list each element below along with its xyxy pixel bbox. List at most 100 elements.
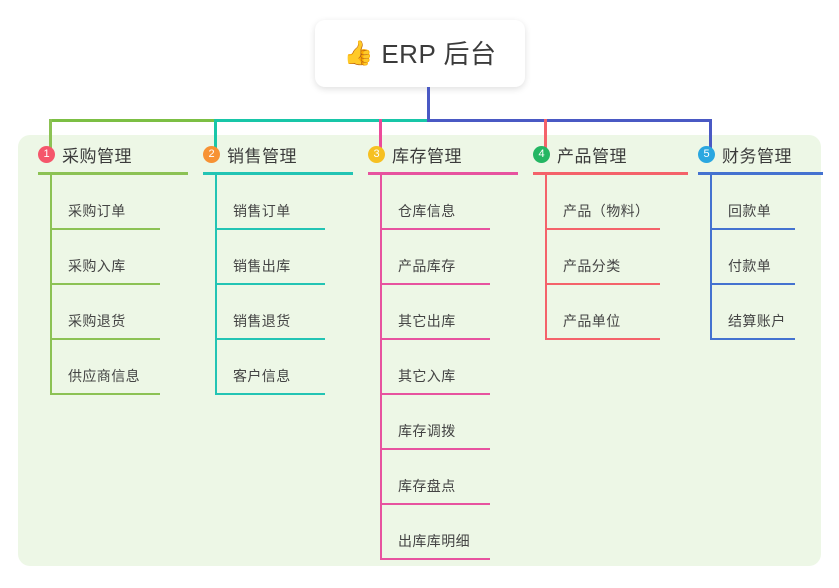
branch-item-label: 付款单 [728, 258, 772, 274]
branch-item[interactable]: 客户信息 [203, 340, 353, 395]
branch-item-label: 仓库信息 [398, 203, 456, 219]
branch-item[interactable]: 采购入库 [38, 230, 188, 285]
trunk-segment-1 [49, 119, 216, 122]
branch-spine [710, 175, 712, 340]
branch-item-underline [380, 228, 490, 230]
branch-spine [215, 175, 217, 395]
branch-header-2[interactable]: 2 销售管理 [203, 141, 353, 167]
branch-number-badge: 1 [38, 145, 55, 163]
branch-item-underline [215, 393, 325, 395]
branch-item[interactable]: 产品库存 [368, 230, 518, 285]
branch-item[interactable]: 库存调拨 [368, 395, 518, 450]
branch-column-2[interactable]: 2 销售管理销售订单销售出库销售退货客户信息 [203, 141, 353, 395]
root-node-erp-backend[interactable]: 👍 ERP 后台 [315, 20, 525, 87]
branch-item-underline [710, 283, 795, 285]
branch-underline [203, 172, 353, 175]
branch-item-underline [545, 228, 660, 230]
branch-item-underline [380, 283, 490, 285]
branch-drop-connector-3 [379, 119, 382, 154]
branch-item-label: 供应商信息 [68, 368, 140, 384]
branch-item[interactable]: 库存盘点 [368, 450, 518, 505]
branch-header-3[interactable]: 3 库存管理 [368, 141, 518, 167]
branch-item-underline [380, 393, 490, 395]
branch-item[interactable]: 其它入库 [368, 340, 518, 395]
branch-item[interactable]: 产品（物料） [533, 175, 688, 230]
branch-column-3[interactable]: 3 库存管理仓库信息产品库存其它出库其它入库库存调拨库存盘点出库库明细 [368, 141, 518, 560]
branch-underline [698, 172, 823, 175]
branch-title: 采购管理 [62, 146, 132, 166]
branch-title: 产品管理 [557, 146, 627, 166]
branch-item-underline [50, 393, 160, 395]
branch-item[interactable]: 销售退货 [203, 285, 353, 340]
branch-item[interactable]: 回款单 [698, 175, 823, 230]
branch-item-label: 结算账户 [728, 313, 786, 329]
branch-spine [380, 175, 382, 560]
branch-item-underline [380, 503, 490, 505]
branch-header-1[interactable]: 1 采购管理 [38, 141, 188, 167]
branch-item[interactable]: 仓库信息 [368, 175, 518, 230]
root-stem-connector [427, 87, 430, 122]
branch-item[interactable]: 其它出库 [368, 285, 518, 340]
branch-item-underline [710, 338, 795, 340]
branch-item-list-1: 采购订单采购入库采购退货供应商信息 [38, 175, 188, 395]
root-node-label: ERP 后台 [381, 38, 497, 69]
branch-number-badge: 2 [203, 145, 220, 163]
branch-title: 销售管理 [227, 146, 297, 166]
branch-item-underline [545, 283, 660, 285]
branch-item-label: 销售出库 [233, 258, 291, 274]
branch-underline [533, 172, 688, 175]
branch-column-4[interactable]: 4 产品管理产品（物料） 产品分类产品单位 [533, 141, 688, 340]
branch-item-underline [215, 283, 325, 285]
branch-item-underline [215, 228, 325, 230]
branch-item-underline [545, 338, 660, 340]
branch-title: 财务管理 [722, 146, 792, 166]
branch-item-underline [50, 338, 160, 340]
branch-item-underline [215, 338, 325, 340]
branch-drop-connector-5 [709, 119, 712, 154]
branch-item-label: 采购退货 [68, 313, 126, 329]
branch-item[interactable]: 销售出库 [203, 230, 353, 285]
diagram-board [18, 135, 821, 566]
branch-item[interactable]: 采购订单 [38, 175, 188, 230]
branch-item-label: 出库库明细 [398, 533, 470, 549]
branch-column-5[interactable]: 5 财务管理回款单付款单结算账户 [698, 141, 823, 340]
branch-item[interactable]: 供应商信息 [38, 340, 188, 395]
branch-item[interactable]: 结算账户 [698, 285, 823, 340]
thumbs-up-icon: 👍 [343, 39, 374, 67]
branch-item[interactable]: 采购退货 [38, 285, 188, 340]
branch-item-label: 产品库存 [398, 258, 456, 274]
branch-item[interactable]: 产品单位 [533, 285, 688, 340]
branch-number-badge: 5 [698, 145, 715, 163]
branch-item[interactable]: 产品分类 [533, 230, 688, 285]
branch-item-label: 库存调拨 [398, 423, 456, 439]
branch-spine [50, 175, 52, 395]
branch-item-label: 其它出库 [398, 313, 456, 329]
branch-item-label: 库存盘点 [398, 478, 456, 494]
branch-item[interactable]: 付款单 [698, 230, 823, 285]
branch-drop-connector-2 [214, 119, 217, 154]
branch-underline [368, 172, 518, 175]
branch-column-1[interactable]: 1 采购管理采购订单采购入库采购退货供应商信息 [38, 141, 188, 395]
branch-item-underline [380, 448, 490, 450]
branch-number-badge: 3 [368, 145, 385, 163]
branch-item-list-4: 产品（物料） 产品分类产品单位 [533, 175, 688, 340]
branch-item-label: 采购入库 [68, 258, 126, 274]
branch-spine [545, 175, 547, 340]
branch-item-list-5: 回款单付款单结算账户 [698, 175, 823, 340]
branch-item-underline [50, 283, 160, 285]
branch-item-list-2: 销售订单销售出库销售退货客户信息 [203, 175, 353, 395]
branch-item-label: 产品分类 [563, 258, 621, 274]
branch-header-5[interactable]: 5 财务管理 [698, 141, 823, 167]
branch-underline [38, 172, 188, 175]
branch-header-4[interactable]: 4 产品管理 [533, 141, 688, 167]
branch-item-label: 采购订单 [68, 203, 126, 219]
branch-number-badge: 4 [533, 145, 550, 163]
branch-item-underline [50, 228, 160, 230]
branch-item[interactable]: 出库库明细 [368, 505, 518, 560]
branch-title: 库存管理 [392, 146, 462, 166]
branch-item[interactable]: 销售订单 [203, 175, 353, 230]
branch-drop-connector-1 [49, 119, 52, 154]
branch-item-underline [380, 558, 490, 560]
branch-item-underline [710, 228, 795, 230]
